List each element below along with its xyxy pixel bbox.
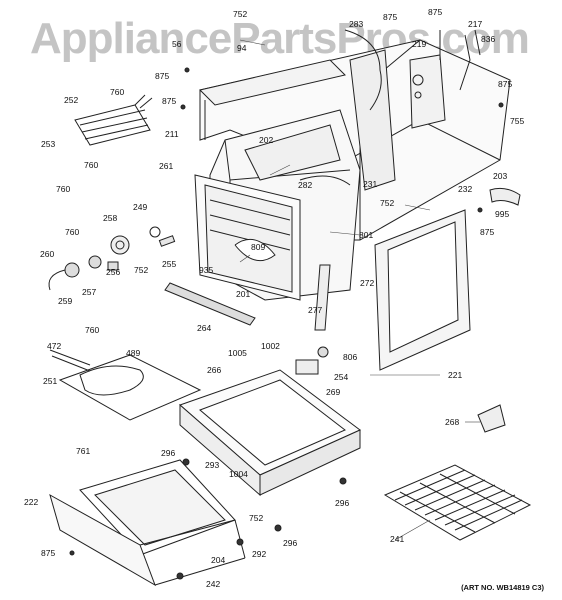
part-label: 292 (252, 549, 267, 559)
part-label: 266 (207, 365, 222, 375)
part-label: 211 (165, 129, 179, 139)
part-label: 272 (360, 278, 375, 288)
part-label: 752 (380, 198, 395, 208)
part-label: 217 (468, 19, 483, 29)
part-label: 875 (383, 12, 398, 22)
cabinet-frame (199, 29, 511, 241)
part-label: 264 (197, 323, 212, 333)
part-label: 1004 (229, 469, 248, 479)
part-label: 875 (41, 548, 56, 558)
oven-rack (383, 464, 532, 541)
part-label: 760 (84, 160, 99, 170)
part-label: 760 (65, 227, 80, 237)
part-label: 806 (343, 352, 358, 362)
part-label: 489 (126, 348, 141, 358)
part-label: 752 (249, 513, 264, 523)
side-door-panel (374, 209, 471, 371)
oven-front-frame (194, 174, 301, 301)
part-label: 232 (458, 184, 473, 194)
part-label: 203 (493, 171, 508, 181)
part-label: 283 (349, 19, 364, 29)
part-label: 258 (103, 213, 118, 223)
clip-part (477, 404, 506, 433)
part-label: 801 (359, 230, 374, 240)
part-label: 277 (308, 305, 323, 315)
part-label: 1005 (228, 348, 247, 358)
leader-lines (239, 39, 480, 541)
part-label: 752 (134, 265, 149, 275)
part-label: 231 (363, 179, 378, 189)
part-label: 760 (110, 87, 125, 97)
control-assembly (48, 226, 176, 291)
part-label: 761 (76, 446, 91, 456)
part-label: 296 (161, 448, 176, 458)
part-label: 242 (206, 579, 221, 589)
part-label: 260 (40, 249, 55, 259)
part-label: 257 (82, 287, 97, 297)
part-label: 261 (159, 161, 174, 171)
part-label: 94 (237, 43, 247, 53)
part-label: 875 (480, 227, 495, 237)
part-label: 760 (85, 325, 100, 335)
part-label: 241 (390, 534, 405, 544)
broil-element-lower (49, 349, 202, 421)
part-label: 836 (481, 34, 496, 44)
part-label: 253 (41, 139, 56, 149)
part-label: 252 (64, 95, 79, 105)
part-label: 251 (43, 376, 58, 386)
part-label: 222 (24, 497, 39, 507)
part-label: 296 (283, 538, 298, 548)
warming-drawer (49, 459, 246, 587)
part-label: 293 (205, 460, 220, 470)
part-label: 201 (236, 289, 251, 299)
bake-element-upper (74, 94, 153, 146)
part-label: 255 (162, 259, 177, 269)
part-label: 56 (172, 39, 182, 49)
part-label: 282 (298, 180, 313, 190)
part-label: 219 (412, 39, 427, 49)
part-label: 755 (510, 116, 525, 126)
part-label: 254 (334, 372, 349, 382)
part-label: 809 (251, 242, 266, 252)
part-label: 249 (133, 202, 148, 212)
drawer-support (179, 369, 361, 497)
part-label: 204 (211, 555, 226, 565)
art-number: (ART NO. WB14819 C3) (461, 583, 544, 592)
part-label: 935 (199, 265, 214, 275)
part-label: 752 (233, 9, 248, 19)
part-label: 268 (445, 417, 460, 427)
part-label: 259 (58, 296, 73, 306)
part-label: 875 (428, 7, 443, 17)
bottom-trim (164, 282, 256, 326)
part-label: 269 (326, 387, 341, 397)
part-label: 875 (155, 71, 170, 81)
part-label: 995 (495, 209, 510, 219)
part-label: 256 (106, 267, 121, 277)
support-bar (314, 264, 331, 331)
part-label: 760 (56, 184, 71, 194)
part-label: 202 (259, 135, 274, 145)
screws (69, 67, 504, 580)
part-label: 296 (335, 498, 350, 508)
part-label: 221 (448, 370, 463, 380)
part-label: 875 (162, 96, 177, 106)
part-label: 1002 (261, 341, 280, 351)
latch-clip (489, 187, 521, 206)
part-label: 875 (498, 79, 513, 89)
sensor-module (295, 346, 329, 375)
part-label: 472 (47, 341, 62, 351)
